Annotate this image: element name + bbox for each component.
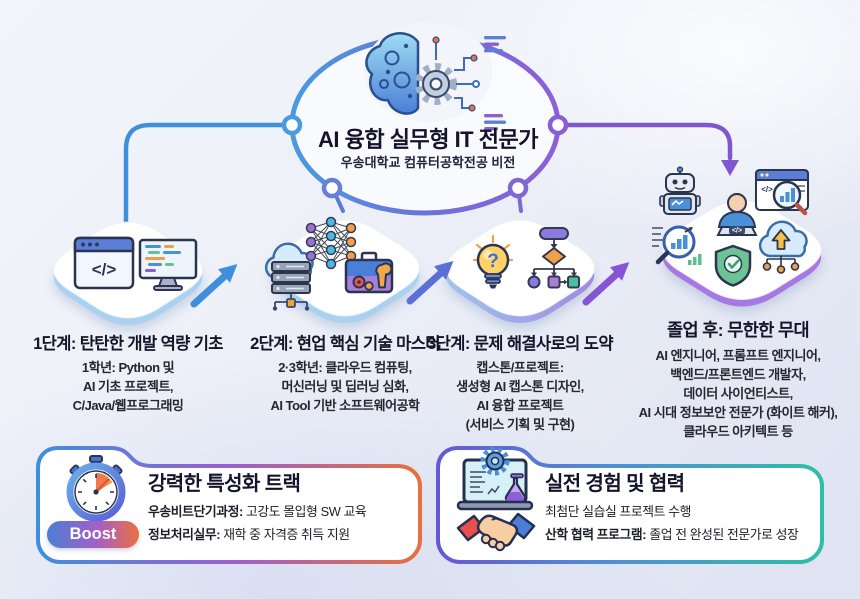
stage3-line: 캡스톤/프로젝트:	[476, 360, 564, 375]
idea-bulb-icon: ?	[472, 234, 514, 289]
lab-laptop-icon	[456, 446, 534, 511]
specialization-line: 정보처리실무: 재학 중 자격증 취득 지원	[148, 524, 350, 543]
boost-badge: Boost	[47, 521, 139, 548]
stage4-line: 클라우드 아키텍트 등	[683, 424, 793, 439]
web-analytics-icon: </>	[755, 169, 809, 216]
line-text: 재학 중 자격증 취득 지원	[220, 527, 350, 542]
stage1-line: AI 기초 프로젝트,	[82, 379, 174, 394]
svg-text:</>: </>	[732, 228, 742, 235]
svg-text:</>: </>	[92, 260, 117, 279]
code-window-icon: </>	[73, 236, 135, 290]
stopwatch-icon	[66, 455, 126, 522]
developer-icon: </>	[716, 193, 758, 236]
line-label: 산학 협력 프로그램:	[545, 527, 647, 542]
connector-top-right	[555, 122, 739, 176]
stage4-line: AI 엔지니어, 프롬프트 엔지니어,	[655, 348, 821, 363]
stage3-title: 3단계: 문제 해결사로의 도약	[427, 335, 613, 353]
cloud-network-icon	[758, 220, 808, 274]
experience-line: 산학 협력 프로그램: 졸업 전 완성된 전문가로 성장	[545, 524, 799, 543]
stage2-line: AI Tool 기반 소프트웨어공학	[270, 398, 420, 413]
stage3-line: 생성형 AI 캡스톤 디자인,	[456, 379, 584, 394]
stage4-line: 백엔드/프론트엔드 개발자,	[670, 367, 806, 382]
stage1-title: 1단계: 탄탄한 개발 역량 기초	[33, 335, 223, 353]
connector-top-left	[123, 122, 295, 299]
security-shield-icon	[714, 244, 752, 287]
arrow-stage2-3-icon	[406, 260, 454, 305]
svg-text:</>: </>	[761, 185, 773, 194]
line-text: 졸업 전 완성된 전문가로 성장	[646, 527, 799, 542]
specialization-title: 강력한 특성화 트랙	[148, 473, 301, 495]
experience-title: 실전 경험 및 협력	[545, 473, 685, 495]
line-text: 최첨단 실습실 프로젝트 수행	[545, 504, 691, 519]
arrow-down-icon	[721, 160, 739, 176]
specialization-line: 우송비트단기과정: 고강도 몰입형 SW 교육	[148, 501, 367, 520]
stage4-text: 졸업 후: 무한한 무대 AI 엔지니어, 프롬프트 엔지니어, 백엔드/프론트…	[608, 317, 860, 441]
neural-network-icon	[305, 216, 357, 270]
flowchart-icon	[527, 227, 580, 289]
code-monitor-icon	[138, 238, 198, 291]
data-magnifier-icon	[652, 225, 702, 265]
toolbox-icon	[344, 251, 394, 294]
cloud-server-icon	[264, 242, 314, 311]
stage3-line: AI 융합 프로젝트	[476, 398, 564, 413]
svg-text:?: ?	[487, 251, 499, 272]
arrow-stage3-4-icon	[582, 261, 630, 306]
brain-circuit-icon	[364, 22, 506, 131]
vision-subtitle: 우송대학교 컴퓨터공학전공 비전	[340, 155, 516, 170]
experience-line: 최첨단 실습실 프로젝트 수행	[545, 501, 691, 520]
stage3-diamond	[445, 219, 595, 323]
stage2-line: 2·3학년: 클라우드 컴퓨팅,	[278, 360, 412, 375]
stage1-line: 1학년: Python 및	[81, 360, 175, 375]
stage2-line: 머신러닝 및 딥러닝 심화,	[281, 379, 409, 394]
stage1-text: 1단계: 탄탄한 개발 역량 기초 1학년: Python 및 AI 기초 프로…	[8, 330, 248, 415]
stage4-title: 졸업 후: 무한한 무대	[666, 320, 810, 340]
stage2-text: 2단계: 현업 핵심 기술 마스터 2·3학년: 클라우드 컴퓨팅, 머신러닝 …	[225, 330, 465, 415]
line-label: 우송비트단기과정:	[148, 504, 243, 519]
line-text: 고강도 몰입형 SW 교육	[242, 504, 367, 519]
arrow-stage1-2-icon	[190, 263, 238, 308]
vision-title: AI 융합 실무형 IT 전문가	[318, 127, 538, 152]
experience-box	[436, 446, 824, 564]
ellipse-nodes	[281, 114, 569, 199]
handshake-icon	[456, 512, 536, 552]
stage2-title: 2단계: 현업 핵심 기술 마스터	[250, 335, 440, 353]
stage3-line: (서비스 기획 및 구현)	[465, 417, 575, 432]
stage4-line: AI 시대 정보보안 전문가 (화이트 해커),	[638, 405, 838, 420]
stage3-text: 3단계: 문제 해결사로의 도약 캡스톤/프로젝트: 생성형 AI 캡스톤 디자…	[400, 330, 640, 434]
robot-icon	[659, 166, 701, 215]
stage4-line: 데이터 사이언티스트,	[683, 386, 793, 401]
stage1-line: C/Java/웹프로그래밍	[72, 398, 184, 413]
line-label: 정보처리실무:	[148, 527, 221, 542]
